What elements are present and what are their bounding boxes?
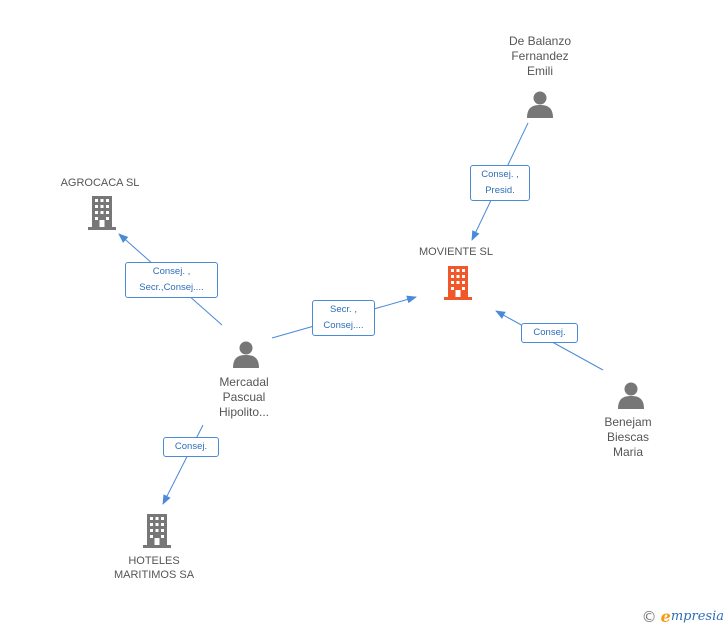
building-icon[interactable] bbox=[442, 266, 474, 300]
building-icon[interactable] bbox=[141, 514, 173, 548]
copyright-icon: © bbox=[641, 607, 657, 626]
node-label-agrocaca[interactable]: AGROCACA SL bbox=[60, 177, 140, 189]
person-icon[interactable] bbox=[525, 90, 555, 118]
edge-label-benejam-moviente[interactable]: Consej. bbox=[521, 323, 578, 343]
node-label-moviente[interactable]: MOVIENTE SL bbox=[419, 246, 493, 258]
person-icon[interactable] bbox=[616, 381, 646, 409]
edge-label-mercadal-hoteles[interactable]: Consej. bbox=[163, 437, 219, 457]
brand-e-letter: e bbox=[660, 607, 671, 626]
node-label-hoteles[interactable]: HOTELES MARITIMOS SA bbox=[113, 555, 195, 581]
empresia-logo: © e mpresia bbox=[642, 607, 724, 626]
node-label-de-balanzo[interactable]: De Balanzo Fernandez Emili bbox=[508, 34, 572, 78]
edge-label-mercadal-moviente[interactable]: Secr. , Consej.... bbox=[312, 300, 375, 336]
brand-name: mpresia bbox=[670, 609, 724, 624]
node-label-mercadal[interactable]: Mercadal Pascual Hipolito... bbox=[218, 375, 270, 419]
building-icon[interactable] bbox=[86, 196, 118, 230]
edge-label-balanzo-moviente[interactable]: Consej. , Presid. bbox=[470, 165, 530, 201]
person-icon[interactable] bbox=[231, 340, 261, 368]
node-label-benejam[interactable]: Benejam Biescas Maria bbox=[604, 415, 652, 459]
edge-label-mercadal-agrocaca[interactable]: Consej. , Secr.,Consej.... bbox=[125, 262, 218, 298]
